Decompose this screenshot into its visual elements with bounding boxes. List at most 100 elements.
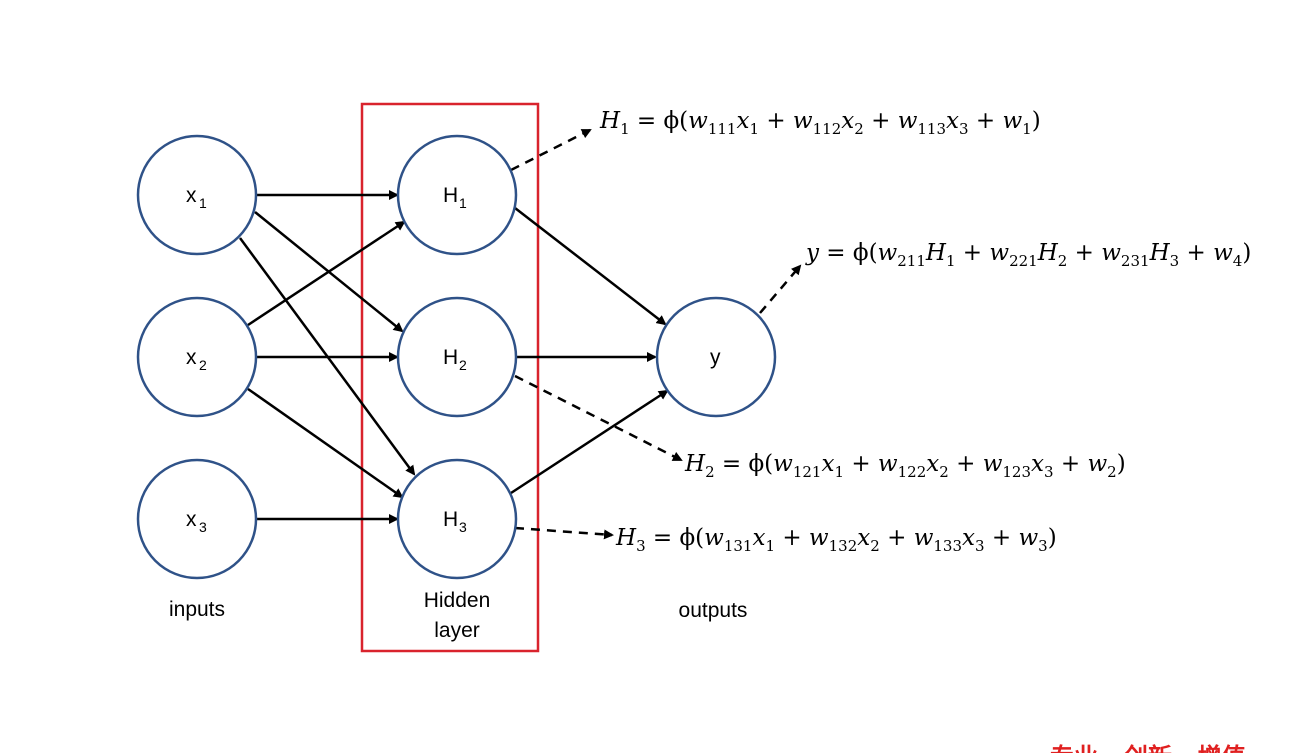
equation-term: + (880, 525, 914, 551)
output-node: y (655, 296, 777, 418)
node-label: H (443, 508, 458, 531)
equation-subscript: 3 (636, 537, 646, 555)
equation-subscript: 1 (749, 120, 759, 138)
dashed-leaders (510, 128, 802, 540)
node-subscript: 3 (199, 519, 207, 535)
equation-term: x (926, 451, 939, 477)
solid-connections (238, 190, 669, 524)
node-subscript: 2 (199, 357, 207, 373)
equation-term: x (946, 108, 959, 134)
equation-term: H (684, 451, 706, 477)
equation-subscript: 121 (793, 463, 822, 481)
equation-term: ) (1048, 525, 1057, 551)
equation-subscript: 4 (1233, 252, 1243, 270)
equation-term: + (864, 108, 898, 134)
equation-subscript: 112 (813, 120, 842, 138)
node-subscript: 2 (459, 357, 467, 373)
node-subscript: 1 (459, 195, 467, 211)
watermark-text: 专业 · 创新 · 增值 (1050, 743, 1246, 753)
equation-term: + (844, 451, 878, 477)
inputs-caption: inputs (169, 598, 225, 621)
equation-term: H (599, 108, 621, 134)
equation-term: y (805, 240, 820, 266)
equation-subscript: 2 (854, 120, 864, 138)
equation-subscript: 131 (724, 537, 753, 555)
hidden-node-1: H 1 (396, 134, 518, 256)
edge-h3-y (510, 389, 669, 495)
node-label: y (710, 346, 721, 369)
equation-subscript: 132 (829, 537, 858, 555)
equation-subscript: 211 (897, 252, 926, 270)
equation-term: ) (1117, 451, 1126, 477)
node-label: x (186, 508, 197, 531)
equation-term: w (914, 525, 934, 551)
hidden-node-2: H 2 (396, 296, 518, 418)
equation-term: H (615, 525, 637, 551)
equation-subscript: 123 (1002, 463, 1031, 481)
equation-term: ) (1032, 108, 1041, 134)
equation-term: x (821, 451, 834, 477)
equation-subscript: 3 (975, 537, 985, 555)
node-label: H (443, 346, 458, 369)
equation-h3: H3 = ϕ(w131x1 + w132x2 + w133x3 + w3) (615, 525, 1057, 555)
equation-term: = ϕ( (630, 108, 689, 134)
equation-term: + (775, 525, 809, 551)
hidden-layer-highlight-box (360, 102, 540, 653)
equation-term: + (955, 240, 989, 266)
leader-h1 (510, 128, 592, 172)
equation-term: H (1149, 240, 1171, 266)
node-label: H (443, 184, 458, 207)
equation-term: + (1067, 240, 1101, 266)
equation-subscript: 2 (870, 537, 880, 555)
equation-subscript: 2 (1058, 252, 1068, 270)
node-label: x (186, 346, 197, 369)
edge-h1-y (514, 207, 667, 326)
equation-subscript: 2 (939, 463, 949, 481)
equation-subscript: 1 (765, 537, 775, 555)
node-subscript: 3 (459, 519, 467, 535)
equation-term: = ϕ( (819, 240, 878, 266)
input-node-1: x 1 (136, 134, 258, 256)
node-subscript: 1 (199, 195, 207, 211)
edge-x2-h3 (247, 387, 404, 499)
equation-term: w (983, 451, 1003, 477)
equation-term: x (1031, 451, 1044, 477)
equation-term: H (925, 240, 947, 266)
equation-subscript: 3 (1170, 252, 1180, 270)
equation-subscript: 231 (1121, 252, 1150, 270)
hidden-caption-line2: layer (434, 619, 480, 642)
hidden-node-3: H 3 (396, 458, 518, 580)
equation-term: w (688, 108, 708, 134)
equation-term: w (989, 240, 1009, 266)
input-node-3: x 3 (136, 458, 258, 580)
equation-term: w (1087, 451, 1107, 477)
equation-term: x (857, 525, 870, 551)
equation-term: w (773, 451, 793, 477)
equation-term: ) (1242, 240, 1251, 266)
equation-subscript: 3 (1044, 463, 1054, 481)
equation-term: + (1179, 240, 1213, 266)
equation-subscript: 1 (620, 120, 630, 138)
equation-term: + (969, 108, 1003, 134)
equation-term: w (878, 240, 898, 266)
equation-subscript: 1 (834, 463, 844, 481)
equation-subscript: 122 (898, 463, 927, 481)
equation-h1: H1 = ϕ(w111x1 + w112x2 + w113x3 + w1) (599, 108, 1041, 138)
equation-term: H (1037, 240, 1059, 266)
leader-h2 (514, 374, 683, 462)
equation-subscript: 3 (1038, 537, 1048, 555)
equation-term: w (1018, 525, 1038, 551)
equation-y: y = ϕ(w211H1 + w221H2 + w231H3 + w4) (805, 240, 1251, 270)
equation-term: x (752, 525, 765, 551)
equation-term: + (985, 525, 1019, 551)
equation-term: w (1213, 240, 1233, 266)
equation-subscript: 1 (946, 252, 956, 270)
equation-term: w (793, 108, 813, 134)
equation-term: x (736, 108, 749, 134)
equation-term: = ϕ( (646, 525, 705, 551)
equation-term: + (759, 108, 793, 134)
equation-subscript: 133 (933, 537, 962, 555)
equation-subscript: 221 (1009, 252, 1038, 270)
equation-term: w (898, 108, 918, 134)
